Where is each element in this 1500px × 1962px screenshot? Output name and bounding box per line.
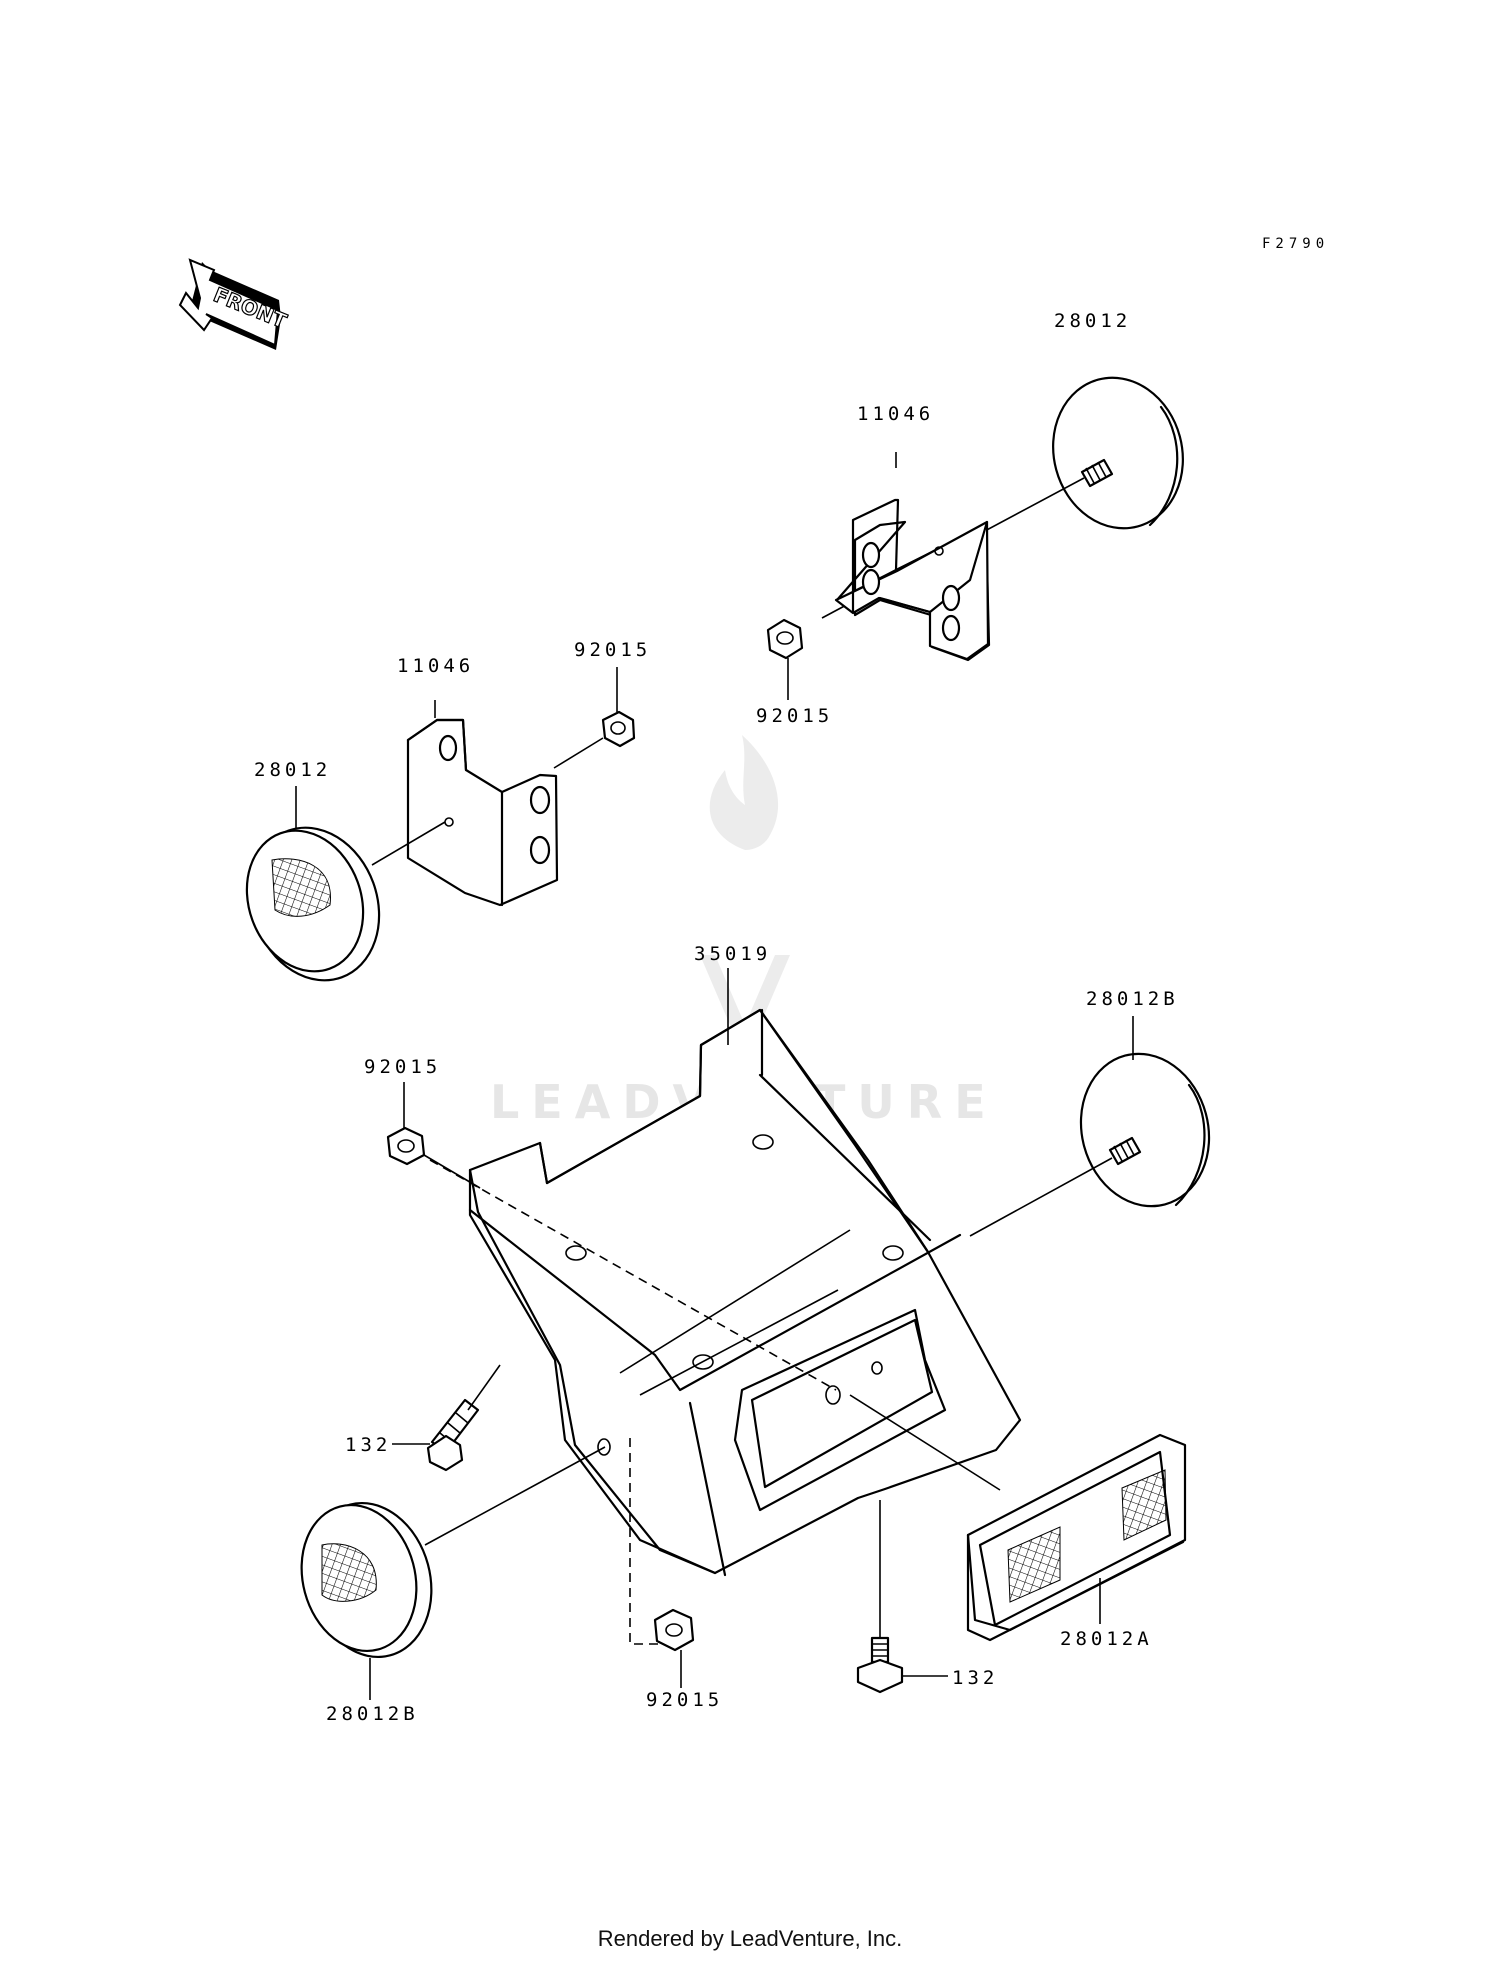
bolt-132-bottom — [856, 1636, 904, 1694]
nut-92015-bottom — [653, 1608, 695, 1652]
front-arrow-icon: FRONT — [178, 258, 291, 350]
nut-92015-top — [766, 618, 804, 660]
label-92015-mid: 92015 — [364, 1056, 441, 1078]
label-132-bottom: 132 — [952, 1667, 998, 1689]
label-92015-bottom: 92015 — [646, 1689, 723, 1711]
bracket-11046-left — [406, 718, 559, 907]
reflector-28012b-bottom — [300, 1501, 433, 1659]
diagram-code: F2790 — [1262, 236, 1329, 252]
label-11046-left: 11046 — [397, 655, 474, 677]
label-11046-top: 11046 — [857, 403, 934, 425]
label-92015-top: 92015 — [756, 705, 833, 727]
label-35019: 35019 — [694, 943, 771, 965]
bolt-132-left — [426, 1398, 480, 1472]
license-bracket-35019 — [468, 1008, 1022, 1577]
reflector-28012-top — [1052, 376, 1184, 530]
reflector-28012-left — [245, 826, 381, 982]
reflector-28012b-right — [1079, 1052, 1211, 1208]
nut-92015-left — [601, 710, 636, 748]
label-132-left: 132 — [345, 1434, 391, 1456]
label-28012b-bottom: 28012B — [326, 1703, 419, 1725]
nut-92015-mid — [386, 1126, 426, 1166]
reflector-28012a — [966, 1433, 1187, 1642]
bracket-11046-top — [834, 498, 991, 662]
label-28012-top: 28012 — [1054, 310, 1131, 332]
footer-credit: Rendered by LeadVenture, Inc. — [597, 1926, 903, 1951]
label-92015-left: 92015 — [574, 639, 651, 661]
label-28012-left: 28012 — [254, 759, 331, 781]
label-28012a: 28012A — [1060, 1628, 1153, 1650]
label-28012b-right: 28012B — [1086, 988, 1179, 1010]
